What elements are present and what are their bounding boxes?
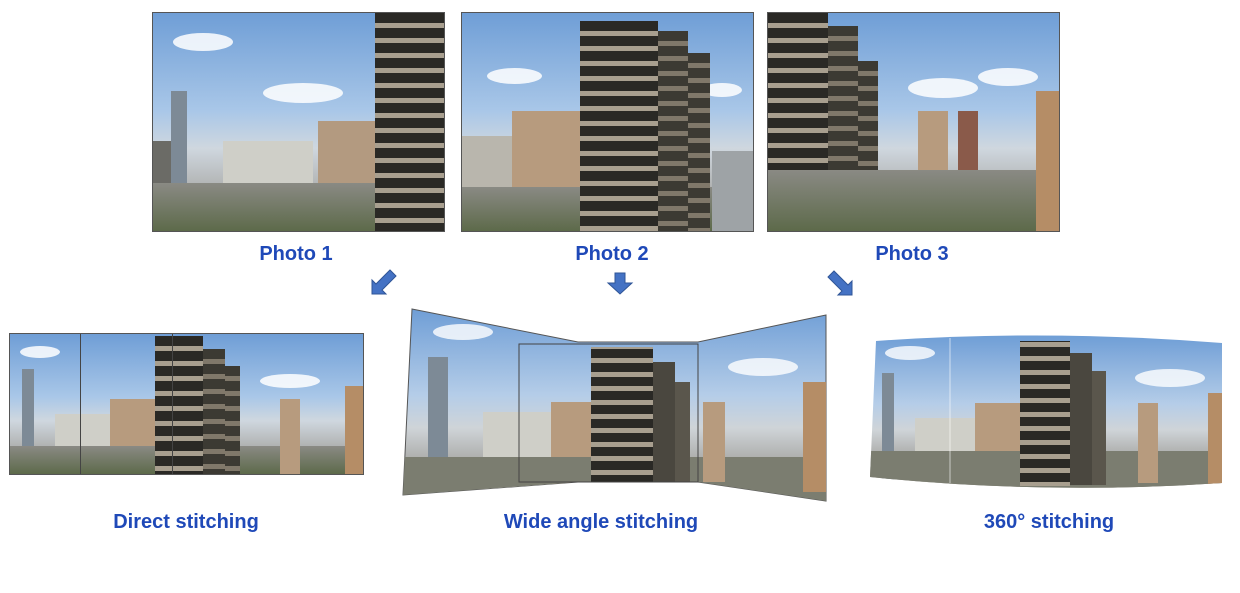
photo-1-label: Photo 1 xyxy=(259,243,333,265)
360-stitching-image xyxy=(870,335,1222,488)
wide-angle-stitching-image xyxy=(402,308,827,502)
photo-2-label: Photo 2 xyxy=(575,243,649,265)
photo-3-image xyxy=(767,12,1060,232)
arrow-down-left-icon xyxy=(371,269,397,295)
wide-angle-stitching-label: Wide angle stitching xyxy=(503,511,699,533)
photo-2-image xyxy=(461,12,754,232)
photo-1-image xyxy=(152,12,445,232)
360-stitching-label: 360° stitching xyxy=(983,511,1115,533)
arrow-down-right-icon xyxy=(827,270,853,296)
arrow-down-icon xyxy=(606,272,634,295)
direct-stitching-label: Direct stitching xyxy=(113,511,259,533)
photo-3-label: Photo 3 xyxy=(875,243,949,265)
direct-stitching-image xyxy=(9,333,364,475)
